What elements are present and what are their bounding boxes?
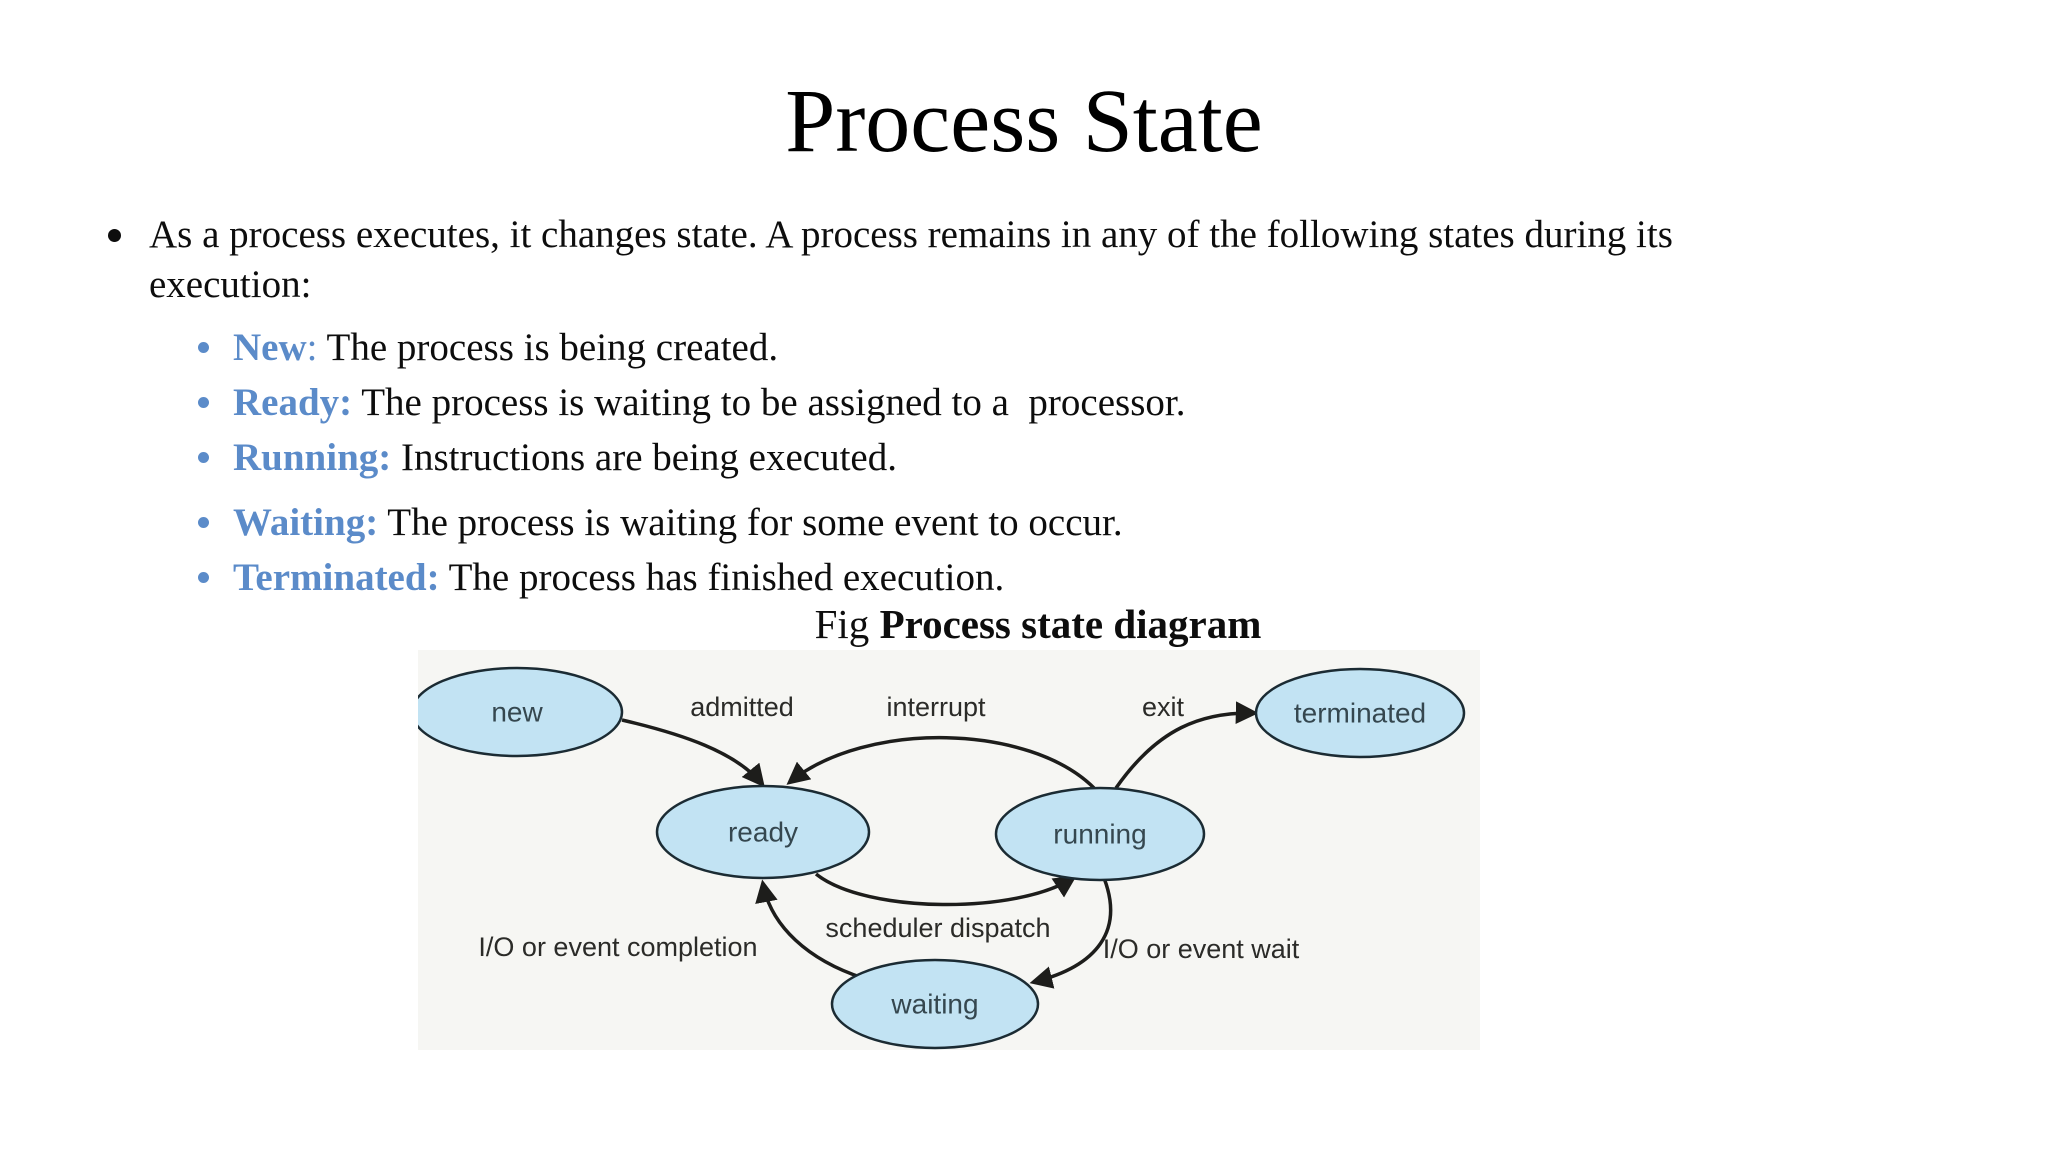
state-colon: : [378,436,392,479]
state-node-shape [1254,667,1466,759]
state-bullet-item: Ready: The process is waiting to be assi… [198,375,1918,430]
state-term: Ready [233,381,340,424]
state-desc: The process is being created. [326,326,779,369]
figure-caption: Fig Process state diagram [14,600,2048,648]
slide-title: Process State [785,72,1263,171]
state-bullet-item: Running: Instructions are being executed… [198,430,1918,485]
diagram-canvas: new ready running waiting terminated admitted… [418,666,1466,1050]
state-node-shape [655,784,871,880]
state-term: Terminated [233,556,427,599]
transition-label: interrupt [886,692,986,722]
caption-title: Process state diagram [879,601,1262,647]
state-desc: The process is waiting to be assigned to… [361,381,1186,424]
state-bullet-item: Waiting: The process is waiting for some… [198,495,1918,550]
transition-wait [1029,877,1113,989]
state-colon: : [306,326,318,369]
state-node-terminated: terminated [1254,667,1466,759]
intro-text: As a process executes, it changes state.… [149,210,1673,310]
state-colon: : [365,501,379,544]
intro-bullet: As a process executes, it changes state.… [108,210,1918,310]
bullet-icon [108,229,121,242]
state-node-shape [830,958,1040,1050]
state-node-shape [994,786,1206,882]
state-term: New [233,326,307,369]
state-colon: : [426,556,440,599]
state-desc: The process is waiting for some event to… [387,501,1123,544]
state-node-label: waiting [890,989,978,1020]
transition-label: exit [1142,692,1185,722]
state-bullet-item: New: The process is being created. [198,320,1918,375]
transition-exit [1114,701,1259,790]
transition-label: I/O or event wait [1103,934,1300,964]
bullet-icon [198,452,209,463]
transition-label: I/O or event completion [478,932,757,962]
transition-label: admitted [690,692,794,722]
states-list: New: The process is being created.Ready:… [198,320,1918,605]
state-bullet-item: Terminated: The process has finished exe… [198,550,1918,605]
intro-line-2: execution: [149,263,312,306]
state-node-ready: ready [655,784,871,880]
bullet-icon [198,572,209,583]
state-colon: : [339,381,353,424]
state-desc: Instructions are being executed. [401,436,897,479]
state-node-label: ready [728,817,798,848]
state-node-label: running [1053,819,1146,850]
state-node-new: new [418,666,624,758]
state-term: Running [233,436,379,479]
bullet-icon [198,517,209,528]
intro-line-1: As a process executes, it changes state.… [149,213,1673,256]
state-node-waiting: waiting [830,958,1040,1050]
state-term: Waiting [233,501,366,544]
state-node-label: new [491,697,543,728]
state-node-running: running [994,786,1206,882]
state-node-shape [418,666,624,758]
bullet-icon [198,342,209,353]
process-state-diagram: new ready running waiting terminated admitted… [418,650,1480,1050]
caption-prefix: Fig [814,601,880,647]
transition-interrupt [786,735,1096,790]
state-desc: The process has finished execution. [448,556,1005,599]
transition-dispatch [814,872,1077,907]
transition-completion [755,879,864,980]
transition-label: scheduler dispatch [825,913,1050,943]
state-node-label: terminated [1294,698,1426,729]
bullet-icon [198,397,209,408]
transition-admitted [621,718,765,788]
